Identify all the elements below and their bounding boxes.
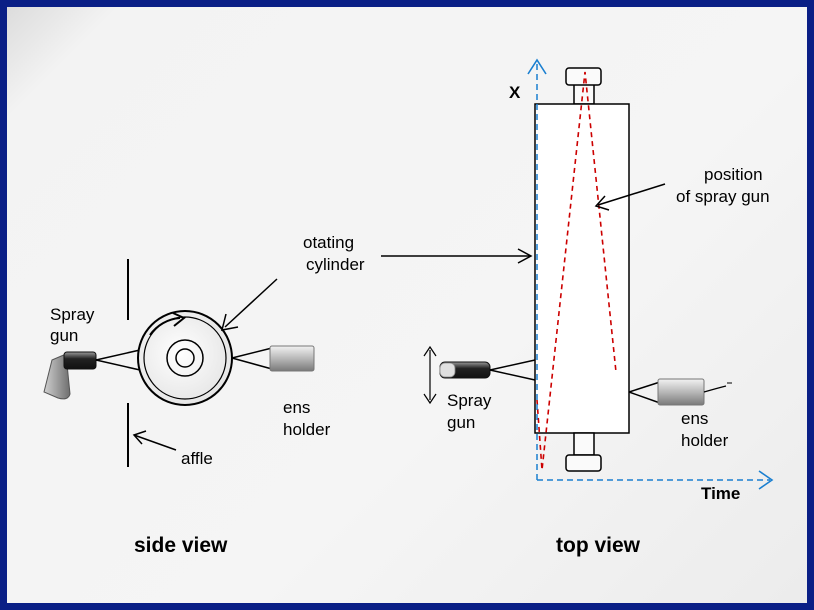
baffle-label: affle — [181, 449, 213, 468]
top-view-time-axis — [537, 470, 774, 490]
side-lens-holder-label-1: ens — [283, 398, 311, 417]
side-lens-holder-label-2: holder — [283, 420, 331, 439]
side-view-caption: side view — [134, 534, 228, 557]
top-spray-gun-label-2: gun — [447, 413, 476, 432]
position-label-2: of spray gun — [676, 187, 770, 206]
side-view-baffle-arrow — [132, 430, 177, 451]
top-lens-holder-label-2: holder — [681, 431, 729, 450]
side-view-spray-gun-icon — [43, 349, 141, 400]
cylinder-label-2: cylinder — [306, 255, 365, 274]
top-view-caption: top view — [556, 534, 641, 557]
side-spray-gun-label-2: gun — [50, 326, 79, 345]
top-view-lens-holder-icon — [628, 378, 732, 406]
top-view-cylinder — [534, 67, 630, 472]
side-view-cylinder-arrow — [220, 278, 278, 331]
spray-gun-position-arrow — [594, 183, 666, 211]
cylinder-pointer-arrow — [381, 248, 533, 264]
side-spray-gun-label-1: Spray — [50, 305, 95, 324]
axis-time-label: Time — [701, 484, 741, 503]
top-spray-gun-label-1: Spray — [447, 391, 492, 410]
side-view-rotating-cylinder — [137, 310, 233, 406]
top-view-spray-gun-icon — [423, 345, 536, 405]
side-view-lens-holder-icon — [231, 345, 315, 372]
spray-path-line — [536, 71, 617, 471]
position-label-1: position — [704, 165, 763, 184]
top-lens-holder-label-1: ens — [681, 409, 709, 428]
cylinder-label-1: otating — [303, 233, 355, 252]
top-view-x-axis — [527, 58, 547, 480]
axis-x-label: X — [509, 83, 521, 102]
